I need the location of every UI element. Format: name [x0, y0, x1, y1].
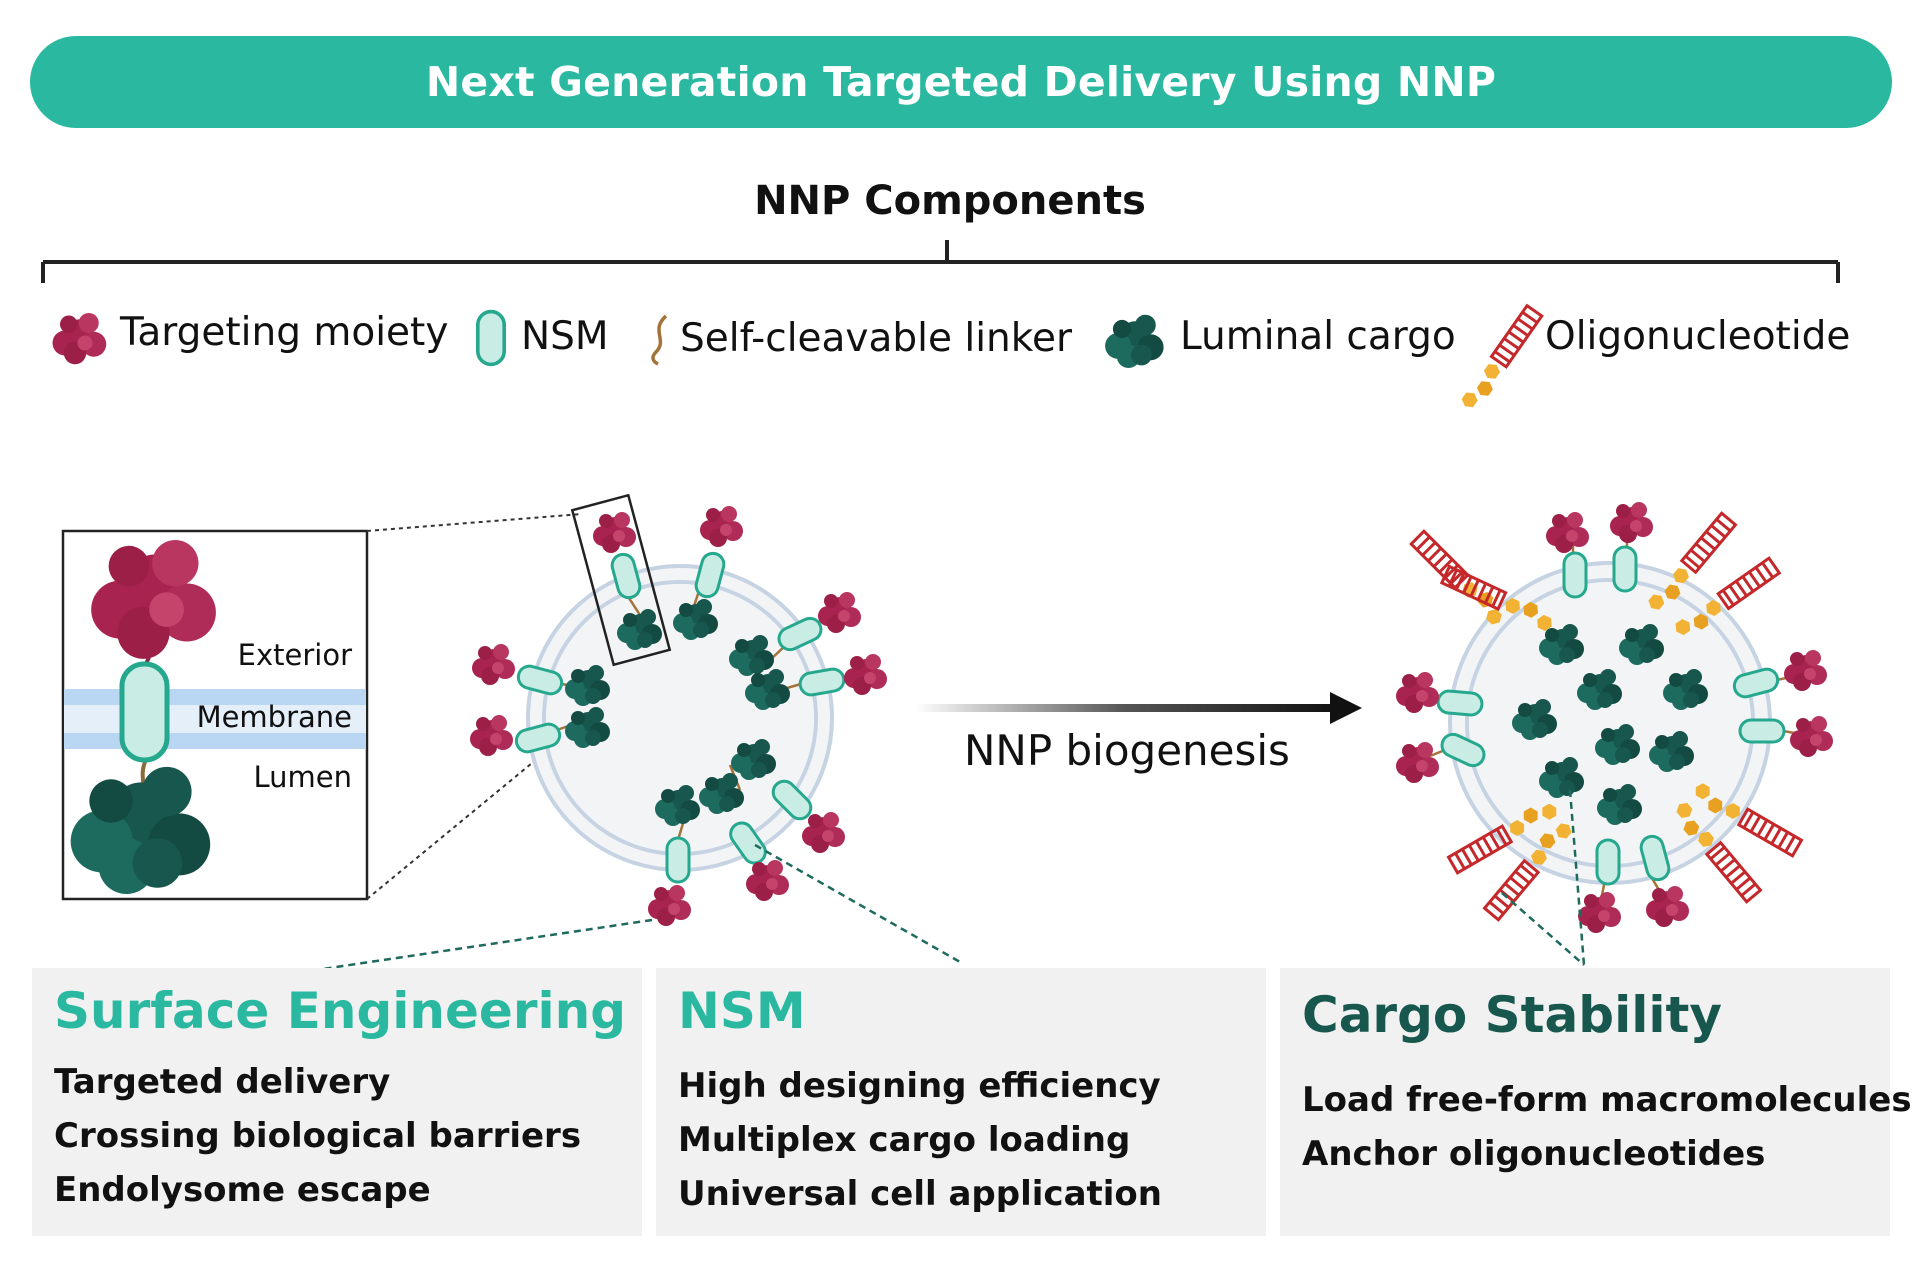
panel-item: Universal cell application	[678, 1174, 1162, 1214]
legend-label-linker: Self-cleavable linker	[680, 316, 1072, 361]
inset-box	[61, 529, 369, 901]
components-bracket	[41, 240, 1840, 283]
linker-icon	[651, 314, 668, 366]
legend-label-oligonucleotide: Oligonucleotide	[1545, 314, 1851, 359]
title-banner: Next Generation Targeted Delivery Using …	[30, 36, 1892, 128]
luminal-cargo-icon	[1105, 314, 1164, 368]
inset-label-exterior: Exterior	[237, 638, 352, 672]
panel-item: Load free-form macromolecules	[1302, 1080, 1912, 1120]
page-title: Next Generation Targeted Delivery Using …	[425, 58, 1497, 106]
panel-item: Endolysome escape	[54, 1170, 431, 1210]
inset-label-membrane: Membrane	[196, 700, 352, 734]
pointer-lines	[315, 789, 1586, 972]
panel-nsm: NSM High designing efficiency Multiplex …	[656, 968, 1266, 1236]
panel-surface-engineering: Surface Engineering Targeted delivery Cr…	[32, 968, 642, 1236]
components-title: NNP Components	[754, 178, 1146, 224]
legend-label-targeting-moiety: Targeting moiety	[120, 310, 449, 355]
panel-title: Cargo Stability	[1302, 986, 1722, 1044]
biogenesis-arrow	[915, 692, 1362, 724]
targeting-moiety-icon	[52, 313, 107, 365]
oligonucleotide-icon	[1457, 304, 1545, 416]
vesicle-after	[1396, 502, 1833, 933]
inset-label-lumen: Lumen	[253, 760, 353, 794]
panel-title: NSM	[678, 982, 806, 1040]
panel-item: Targeted delivery	[54, 1062, 391, 1102]
biogenesis-label: NNP biogenesis	[964, 726, 1290, 775]
panel-item: High designing efficiency	[678, 1066, 1161, 1106]
panel-item: Crossing biological barriers	[54, 1116, 582, 1156]
panel-cargo-stability: Cargo Stability Load free-form macromole…	[1280, 968, 1912, 1236]
panel-item: Anchor oligonucleotides	[1302, 1134, 1766, 1174]
legend-label-luminal-cargo: Luminal cargo	[1180, 314, 1456, 359]
panel-title: Surface Engineering	[54, 982, 626, 1040]
panel-item: Multiplex cargo loading	[678, 1120, 1131, 1160]
legend-label-nsm: NSM	[521, 314, 609, 359]
nsm-icon	[475, 309, 507, 367]
vesicle-before	[470, 493, 887, 926]
